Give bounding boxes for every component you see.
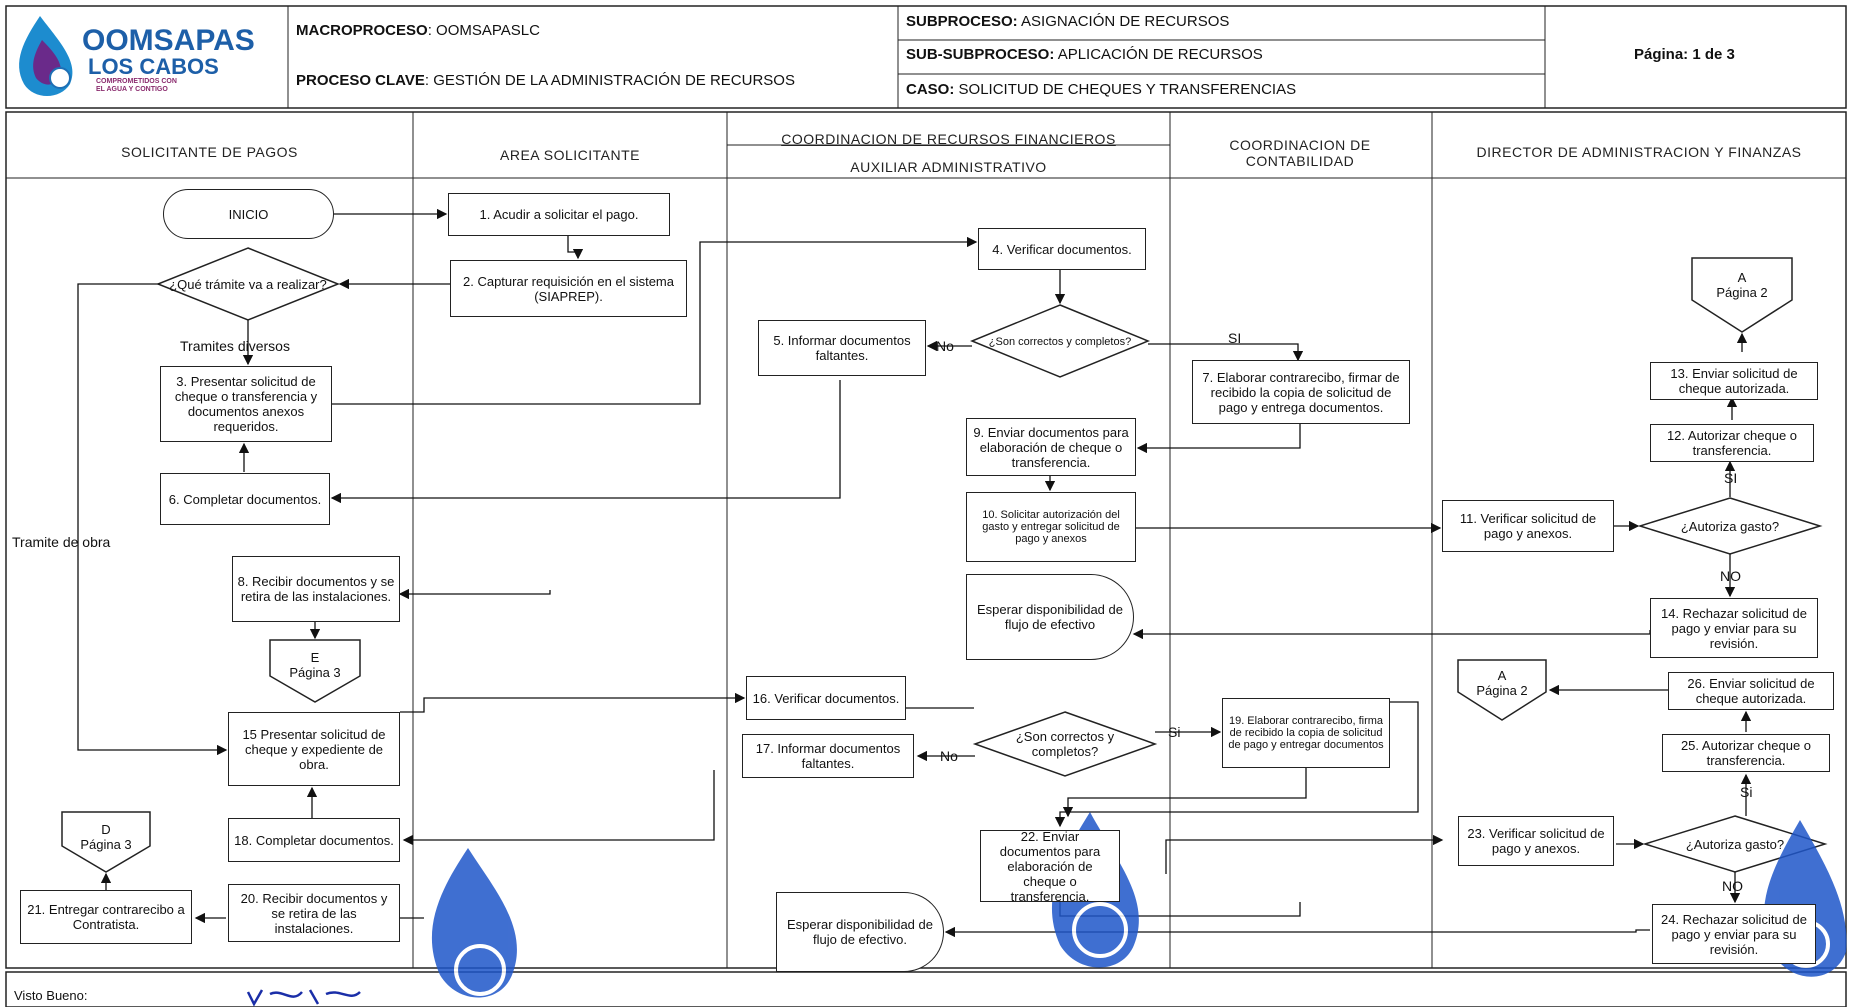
connector-e: E Página 3 <box>289 650 341 680</box>
subproceso: SUBPROCESO: ASIGNACIÓN DE RECURSOS <box>906 13 1230 30</box>
step-17: 17. Informar documentos faltantes. <box>742 734 914 778</box>
page-number: Página: 1 de 3 <box>1634 46 1735 63</box>
decision-correctos-2: ¿Son correctos y completos? <box>1015 729 1115 759</box>
decision-autoriza-1: ¿Autoriza gasto? <box>1680 518 1780 534</box>
step-1: 1. Acudir a solicitar el pago. <box>448 193 670 236</box>
label-tramite-obra: Tramite de obra <box>12 534 111 550</box>
step-10: 10. Solicitar autorización del gasto y e… <box>966 492 1136 562</box>
step-14: 14. Rechazar solicitud de pago y enviar … <box>1650 598 1818 658</box>
label-si-2: SI <box>1724 470 1738 486</box>
logo-subtitle: LOS CABOS <box>88 54 219 79</box>
step-13: 13. Enviar solicitud de cheque autorizad… <box>1650 362 1818 400</box>
label-no-2: NO <box>1720 568 1741 584</box>
step-12: 12. Autorizar cheque o transferencia. <box>1650 424 1814 462</box>
start-terminal: INICIO <box>163 189 334 239</box>
step-19: 19. Elaborar contrarecibo, firma de reci… <box>1222 698 1390 768</box>
step-15: 15 Presentar solicitud de cheque y exped… <box>228 712 400 786</box>
label-no-3: No <box>940 748 958 764</box>
wait-flujo-1: Esperar disponibilidad de flujo de efect… <box>966 574 1134 660</box>
step-4: 4. Verificar documentos. <box>978 228 1146 270</box>
label-no-1: No <box>936 338 954 354</box>
lane-solicitante: SOLICITANTE DE PAGOS <box>121 144 298 160</box>
decision-tramite: ¿Qué trámite va a realizar? <box>169 276 327 292</box>
step-11: 11. Verificar solicitud de pago y anexos… <box>1442 500 1614 552</box>
label-si-1: SI <box>1228 330 1242 346</box>
step-9: 9. Enviar documentos para elaboración de… <box>966 418 1136 476</box>
logo-title: OOMSAPAS <box>82 24 255 57</box>
label-si-3: Si <box>1168 724 1181 740</box>
step-26: 26. Enviar solicitud de cheque autorizad… <box>1668 672 1834 710</box>
step-23: 23. Verificar solicitud de pago y anexos… <box>1458 816 1614 866</box>
connector-d: D Página 3 <box>80 822 132 852</box>
connector-a-2: A Página 2 <box>1476 668 1528 698</box>
step-6: 6. Completar documentos. <box>160 473 330 525</box>
proceso-clave: PROCESO CLAVE: GESTIÓN DE LA ADMINISTRAC… <box>296 72 795 89</box>
visto-bueno: Visto Bueno: <box>14 988 88 1003</box>
sub-subproceso: SUB-SUBPROCESO: APLICACIÓN DE RECURSOS <box>906 46 1263 63</box>
lane-coord-rf: COORDINACION DE RECURSOS FINANCIEROS <box>781 131 1116 147</box>
step-25: 25. Autorizar cheque o transferencia. <box>1662 734 1830 772</box>
lane-area: AREA SOLICITANTE <box>500 147 640 163</box>
decision-correctos-1: ¿Son correctos y completos? <box>988 335 1132 348</box>
step-7: 7. Elaborar contrarecibo, firmar de reci… <box>1192 360 1410 424</box>
decision-autoriza-2: ¿Autoriza gasto? <box>1685 836 1785 852</box>
logo-tagline: COMPROMETIDOS CON EL AGUA Y CONTIGO <box>96 78 177 93</box>
label-no-4: NO <box>1722 878 1743 894</box>
step-21: 21. Entregar contrarecibo a Contratista. <box>20 890 192 944</box>
step-2: 2. Capturar requisición en el sistema (S… <box>450 260 687 317</box>
step-24: 24. Rechazar solicitud de pago y enviar … <box>1652 904 1816 964</box>
caso: CASO: SOLICITUD DE CHEQUES Y TRANSFERENC… <box>906 81 1297 98</box>
lane-director: DIRECTOR DE ADMINISTRACION Y FINANZAS <box>1476 144 1802 160</box>
lane-auxiliar: AUXILIAR ADMINISTRATIVO <box>850 159 1047 175</box>
label-si-4: Si <box>1740 784 1753 800</box>
lane-contabilidad: COORDINACION DE CONTABILIDAD <box>1229 137 1371 169</box>
step-8: 8. Recibir documentos y se retira de las… <box>232 556 400 622</box>
step-3: 3. Presentar solicitud de cheque o trans… <box>160 366 332 442</box>
label-tramites-diversos: Tramites diversos <box>180 338 290 354</box>
macroproceso: MACROPROCESO: OOMSAPASLC <box>296 22 540 39</box>
step-18: 18. Completar documentos. <box>228 818 400 862</box>
connector-a-1: A Página 2 <box>1716 270 1768 300</box>
step-5: 5. Informar documentos faltantes. <box>758 320 926 376</box>
wait-flujo-2: Esperar disponibilidad de flujo de efect… <box>776 892 944 972</box>
step-22: 22. Enviar documentos para elaboración d… <box>980 829 1120 904</box>
step-16: 16. Verificar documentos. <box>746 676 906 720</box>
step-20: 20. Recibir documentos y se retira de la… <box>228 884 400 942</box>
